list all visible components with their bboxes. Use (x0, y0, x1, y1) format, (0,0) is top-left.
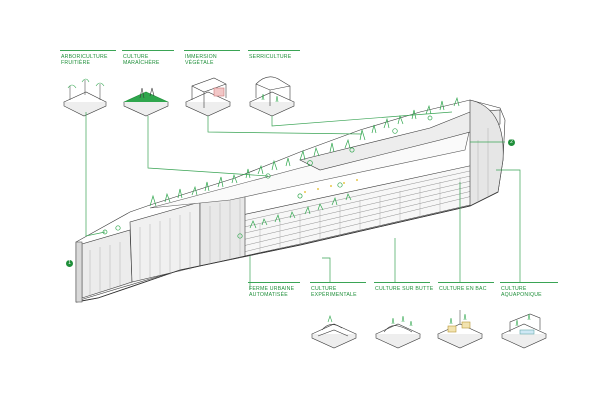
leader-aquaponique (496, 169, 521, 282)
rule-bac (438, 282, 494, 283)
label-ferme: FERME URBAINE AUTOMATISÉE (249, 286, 295, 298)
label-arboriculture: ARBORICULTURE FRUITIÈRE (61, 54, 108, 66)
label-immersion: IMMERSION VÉGÉTALE (185, 54, 217, 66)
vignette-aquaponique (501, 313, 547, 349)
marker-1: 1 (66, 260, 73, 267)
rule-maraichere (122, 50, 174, 51)
label-aquaponique: CULTURE AQUAPONIQUE (501, 286, 542, 298)
vegetation (102, 96, 460, 239)
rule-ferme (248, 282, 300, 283)
terrace-accents (304, 179, 358, 193)
marker-2: 2 (508, 139, 515, 146)
leader-immersion (207, 116, 363, 135)
rule-aquaponique (500, 282, 558, 283)
leader-lines (85, 111, 521, 290)
label-serriculture: SERRICULTURE (249, 54, 292, 60)
rule-serriculture (248, 50, 300, 51)
leader-arboriculture (85, 112, 106, 237)
rule-arboriculture (60, 50, 116, 51)
vignette-bac (437, 310, 483, 349)
label-bac: CULTURE EN BAC (439, 286, 487, 292)
section-cut (75, 241, 83, 303)
building (75, 99, 506, 303)
roof-band (299, 109, 501, 171)
rule-experimentale (310, 282, 366, 283)
label-experimentale: CULTURE EXPÉRIMENTALE (311, 286, 357, 298)
vignette-immersion (185, 77, 231, 117)
vignette-maraichere (123, 87, 169, 117)
vignette-arboriculture (63, 78, 107, 117)
vignette-experimentale (311, 315, 357, 349)
leader-experimentale (322, 257, 331, 282)
leader-maraichere (147, 116, 269, 177)
label-maraichere: CULTURE MARAÎCHÈRE (123, 54, 160, 66)
rule-immersion (184, 50, 240, 51)
label-butte: CULTURE SUR BUTTE (375, 286, 434, 292)
vignette-butte (375, 315, 421, 349)
floor-lines (79, 164, 498, 293)
leader-serriculture (271, 111, 453, 127)
rule-butte (374, 282, 430, 283)
vignette-serriculture (249, 76, 295, 117)
